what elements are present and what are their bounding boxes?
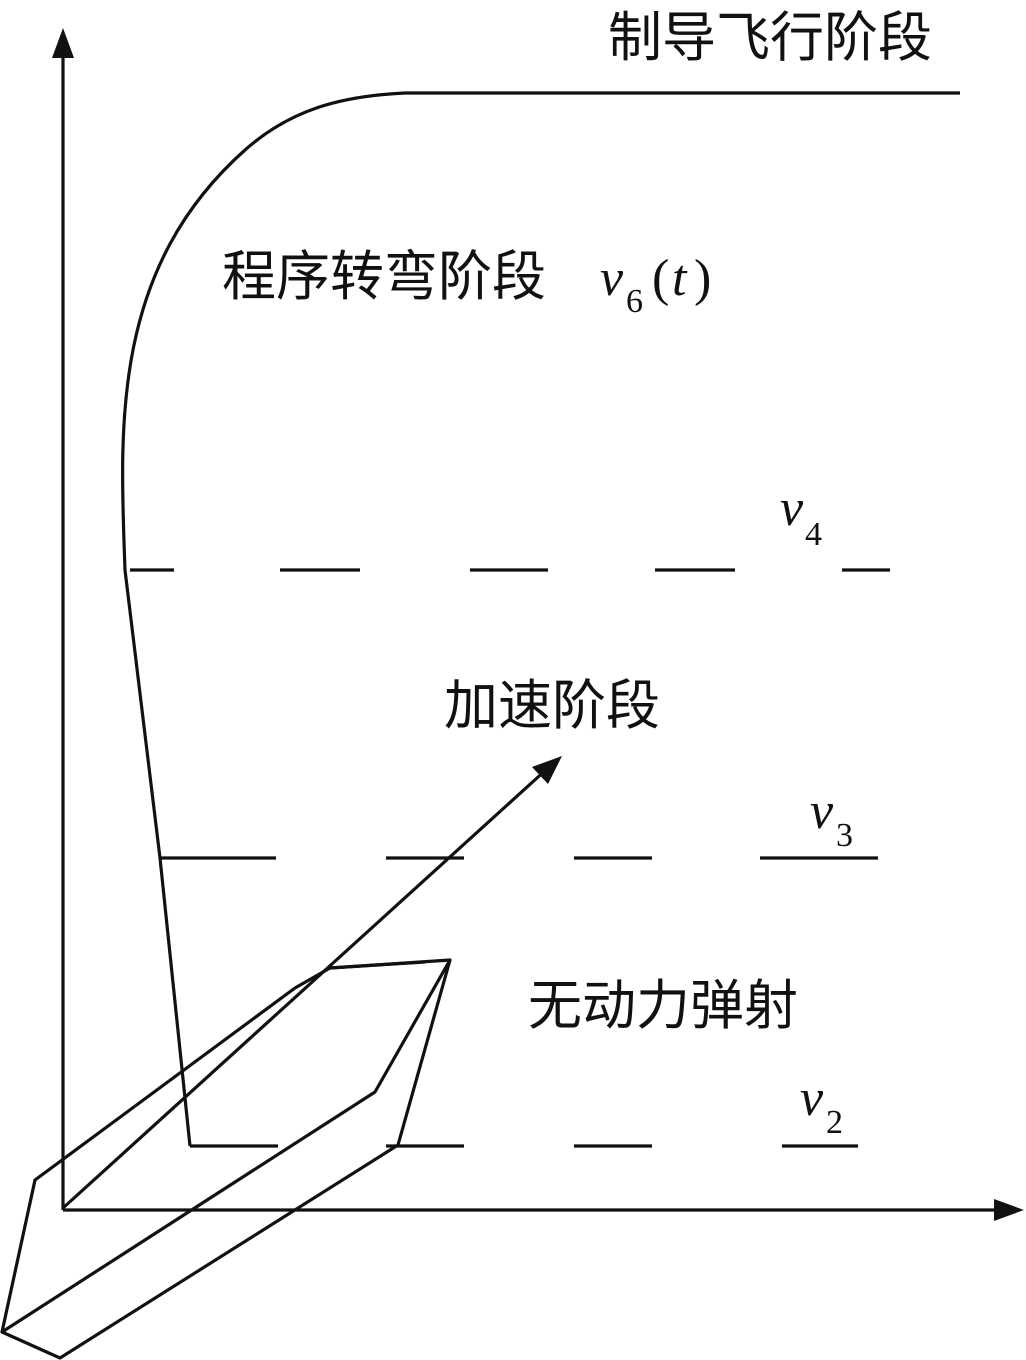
guidance-phase-label: 制导飞行阶段 bbox=[608, 6, 932, 69]
turn-velocity-subscript: 6 bbox=[626, 283, 643, 320]
turn-phase-label: 程序转弯阶段 bbox=[222, 245, 546, 308]
level-v3-subscript: 3 bbox=[836, 817, 853, 854]
accel-phase-label: 加速阶段 bbox=[444, 674, 660, 737]
missile-outline bbox=[0, 958, 452, 1360]
level-v2-subscript: 2 bbox=[826, 1104, 843, 1141]
y-axis-arrowhead bbox=[52, 28, 74, 58]
acceleration-arrow bbox=[61, 766, 550, 1210]
level-v4-subscript: 4 bbox=[805, 516, 822, 553]
axes bbox=[52, 28, 1024, 1221]
level-v3-symbol: v bbox=[810, 783, 834, 840]
velocity-profile-curve bbox=[120, 91, 960, 1147]
level-label-v3: v 3 bbox=[810, 783, 853, 854]
x-axis-arrowhead bbox=[994, 1199, 1024, 1221]
level-v4-symbol: v bbox=[780, 480, 804, 537]
turn-velocity-paren-close: ) bbox=[694, 250, 711, 307]
acceleration-arrowhead bbox=[532, 756, 562, 784]
turn-velocity-symbol: v bbox=[600, 250, 624, 307]
level-label-v2: v 2 bbox=[800, 1070, 843, 1141]
ejection-phase-label: 无动力弹射 bbox=[528, 974, 798, 1037]
turn-velocity-arg: t bbox=[672, 250, 688, 307]
level-label-v4: v 4 bbox=[780, 480, 822, 553]
turn-phase-label-group: 程序转弯阶段 v 6 ( t ) bbox=[222, 245, 711, 320]
turn-velocity-paren-open: ( bbox=[652, 250, 669, 307]
level-v2-symbol: v bbox=[800, 1070, 824, 1127]
